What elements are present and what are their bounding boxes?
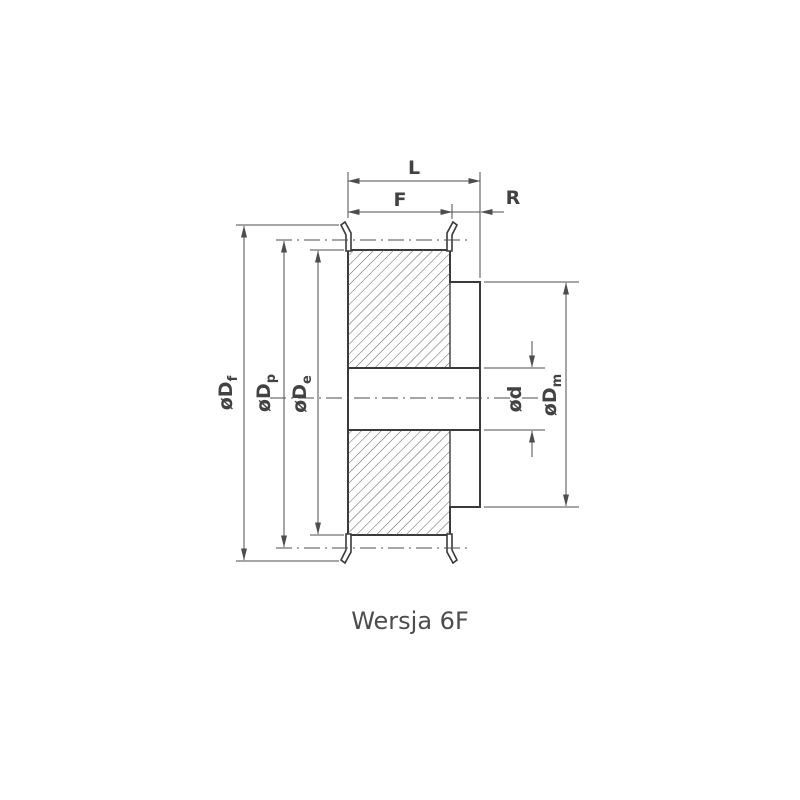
flange-top-left <box>339 220 352 252</box>
dim-label-d: ød <box>504 386 526 413</box>
dim-label-d-main: ød <box>504 386 526 413</box>
hatch-region-upper <box>348 250 450 368</box>
dimension-Df: øDf <box>215 224 339 562</box>
dimension-Dm: øDm <box>484 281 579 508</box>
dimension-Dp: øDp <box>253 240 287 548</box>
dim-label-Df-sub: f <box>226 375 241 381</box>
dim-label-Dp: øDp <box>253 374 279 412</box>
dim-label-Dm: øDm <box>539 374 565 416</box>
dimension-R: R <box>452 187 521 215</box>
dim-label-De-main: øD <box>289 384 311 413</box>
dim-label-Dm-main: øD <box>539 387 561 416</box>
dim-label-Df-main: øD <box>215 381 237 410</box>
dim-label-L: L <box>408 157 420 179</box>
drawing-caption: Wersja 6F <box>351 607 469 635</box>
dim-label-Dm-sub: m <box>550 374 565 388</box>
dimension-d: ød <box>484 341 545 457</box>
dim-label-De: øDe <box>289 375 315 413</box>
dim-label-Dp-sub: p <box>264 374 279 383</box>
dim-label-F: F <box>394 189 407 211</box>
dim-label-De-sub: e <box>300 375 315 384</box>
reference-lines <box>270 239 548 549</box>
flange-top-right <box>446 220 459 252</box>
dimension-De: øDe <box>289 249 344 536</box>
dim-label-R: R <box>506 187 521 209</box>
dimension-F: F <box>347 189 453 219</box>
dim-label-Dp-main: øD <box>253 383 275 412</box>
hatch-region-lower <box>348 430 450 535</box>
dim-label-Df: øDf <box>215 375 241 410</box>
pulley-cross-section <box>339 220 481 565</box>
